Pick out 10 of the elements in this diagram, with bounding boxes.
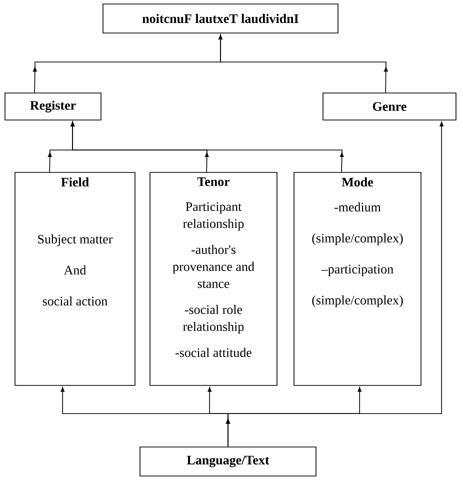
arrow: [226, 122, 444, 447]
source-box: Language/Text: [140, 446, 316, 476]
heading-box: noitcnuF lautxeT laudividnI: [102, 4, 338, 34]
arrow: [218, 34, 388, 93]
category-box: Mode -medium (simple/complex) –participation (simple/complex): [294, 172, 422, 386]
process-box: Genre: [322, 92, 456, 120]
process-box: Register: [4, 92, 102, 120]
category-box: Tenor Participant relationship -author's provenance and stance -social role relationship -social attitude: [150, 172, 278, 386]
arrow: [70, 122, 344, 172]
category-box: Field Subject matter And social action: [14, 172, 136, 386]
